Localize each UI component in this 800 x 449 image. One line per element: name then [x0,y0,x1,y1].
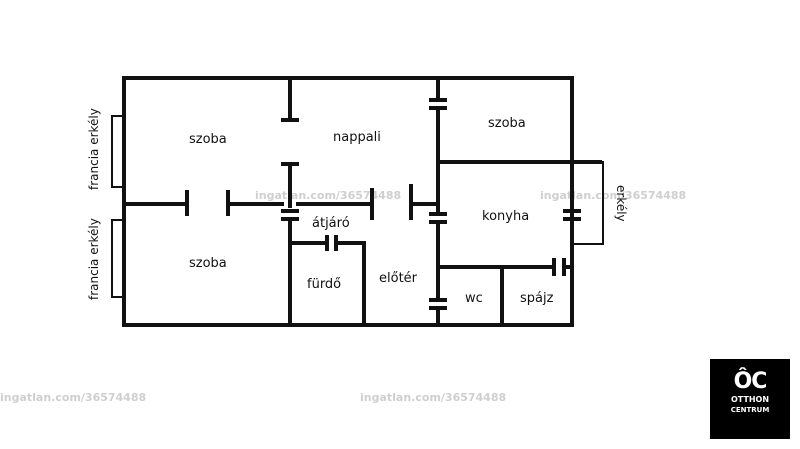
watermark: ingatlan.com/36574488 [0,391,146,404]
room-label-wc: wc [465,291,483,306]
watermark: ingatlan.com/36574488 [360,391,506,404]
logo-line-1: OTTHON [730,395,770,404]
doors [185,98,581,310]
balcony-outline [111,219,124,298]
balcony-outlines [111,115,604,298]
balcony-label-francia: francia erkély [87,108,101,190]
balcony-outline [111,115,124,188]
room-label-spajz: spájz [520,291,554,306]
watermark: ingatlan.com/36574488 [540,189,686,202]
logo-mark: ÔC [733,369,768,394]
logo-line-2: CENTRUM [730,406,770,414]
room-label-konyha: konyha [482,209,529,224]
balcony-outline [572,161,604,245]
balcony-label-erkely: erkély [614,185,628,222]
room-label-furdo: fürdő [307,277,341,292]
walls [122,76,602,327]
balcony-label-francia: francia erkély [87,218,101,300]
room-label-szoba: szoba [189,256,227,271]
watermark: ingatlan.com/36574488 [255,189,401,202]
room-label-szoba: szoba [488,116,526,131]
room-label-szoba: szoba [189,132,227,147]
room-label-atjaro: átjáró [312,216,350,231]
otthon-centrum-logo: ÔC OTTHON CENTRUM [710,359,790,439]
room-label-nappali: nappali [333,130,381,145]
room-label-eloter: előtér [379,271,418,286]
